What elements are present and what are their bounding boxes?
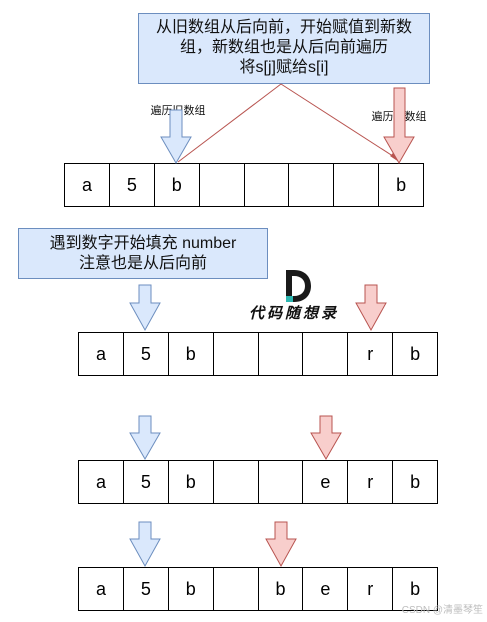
array-cell [199,163,245,207]
blue-arrow-row-3-icon [129,521,161,568]
watermark: CSDN @清墨琴笙 [401,605,483,616]
array-cell: 5 [123,567,169,611]
array-cell [258,332,304,376]
array-cell: e [303,460,349,504]
array-cell: r [348,460,394,504]
red-arrow-row-3-icon [265,521,297,568]
array-cell [213,332,259,376]
middle-note: 遇到数字开始填充 number 注意也是从后向前 [18,228,268,279]
array-cell: b [258,567,304,611]
array-cell [213,460,259,504]
blue-arrow-row-1-icon [129,284,161,332]
array-cell: r [348,567,394,611]
red-arrow-row-1-icon [355,284,387,332]
array-cell: b [393,332,439,376]
blue-arrow-row-2-icon [129,415,161,461]
top-note-line-2: 组，新数组也是从后向前遍历 [179,39,388,56]
logo-text: 代码随想录 [249,304,340,322]
array-cell: 5 [109,163,155,207]
array-cell: b [154,163,200,207]
middle-note-line-2: 注意也是从后向前 [78,255,207,272]
array-row-3: a 5 b b e r b [78,567,439,611]
array-cell [289,163,335,207]
top-note-line-1: 从旧数组从后向前，开始赋值到新数 [155,19,412,36]
blue-arrow-row-0-icon [160,109,192,165]
array-cell: a [79,332,124,376]
array-cell: b [393,567,439,611]
array-cell: r [348,332,394,376]
array-cell: a [65,163,110,207]
array-cell: b [168,460,214,504]
array-cell: e [303,567,349,611]
array-cell: b [168,567,214,611]
array-cell: b [393,460,439,504]
connector-line-right [280,83,400,161]
array-row-0: a 5 b b [64,163,425,207]
red-arrow-row-0-icon [383,87,415,165]
array-cell: b [379,163,425,207]
red-arrow-row-2-icon [310,415,342,461]
logo-mark-icon [286,270,311,302]
array-cell: 5 [123,332,169,376]
array-cell [258,460,304,504]
middle-note-line-1: 遇到数字开始填充 number [49,235,237,252]
array-row-2: a 5 b e r b [78,460,439,504]
top-note: 从旧数组从后向前，开始赋值到新数 组，新数组也是从后向前遍历 将s[j]赋给s[… [138,13,430,84]
top-note-line-3: 将s[j]赋给s[i] [239,59,329,76]
array-cell [244,163,290,207]
array-cell: a [79,567,124,611]
array-row-1: a 5 b r b [78,332,439,376]
array-cell: a [79,460,124,504]
array-cell [334,163,380,207]
array-cell [213,567,259,611]
connector-line-left [177,83,282,163]
array-cell: b [168,332,214,376]
array-cell: 5 [123,460,169,504]
array-cell [303,332,349,376]
